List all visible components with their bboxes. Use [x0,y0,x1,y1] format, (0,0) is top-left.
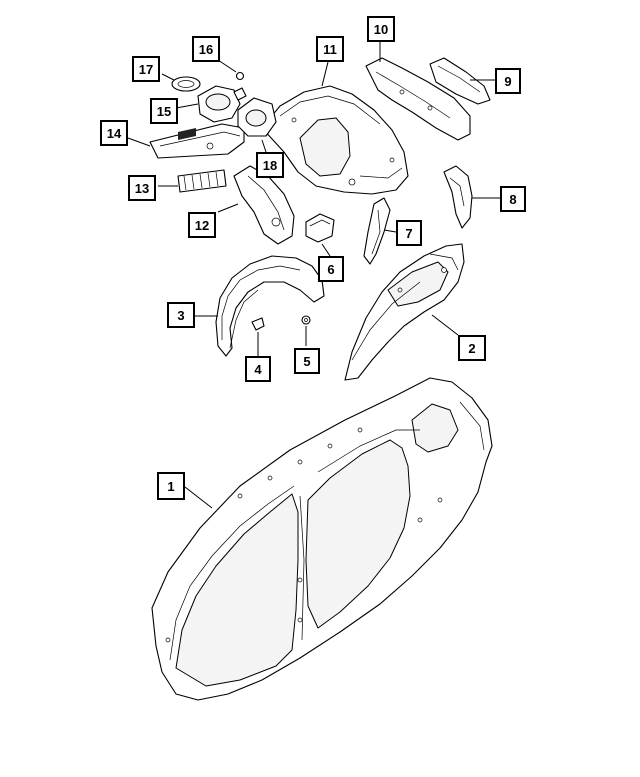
callout-3[interactable]: 3 [167,302,195,328]
part-3-wheelhouse-liner [195,255,325,357]
part-17-gasket-ring [161,73,201,92]
callout-4[interactable]: 4 [245,356,271,382]
part-12-pillar-inner [217,165,295,245]
part-5-nut [301,315,311,346]
callout-16[interactable]: 16 [192,36,220,62]
callout-15[interactable]: 15 [150,98,178,124]
callout-2[interactable]: 2 [458,335,486,361]
part-16-fasteners [217,59,247,101]
callout-17[interactable]: 17 [132,56,160,82]
part-10-rear-rail-panel [365,42,471,141]
callout-14[interactable]: 14 [100,120,128,146]
part-1-body-side-aperture [151,377,493,701]
part-7-reinforcement [363,197,397,265]
part-18-fuel-door-bucket [237,97,277,153]
part-6-bracket [305,213,335,257]
callout-18[interactable]: 18 [256,152,284,178]
callout-1[interactable]: 1 [157,472,185,500]
part-2-wheelhouse-outer [344,243,465,381]
part-11-quarter-inner [261,61,409,195]
callout-11[interactable]: 11 [316,36,344,62]
part-14-panel [127,123,245,159]
callout-12[interactable]: 12 [188,212,216,238]
part-9-rail-extension [429,57,500,105]
callout-5[interactable]: 5 [294,348,320,374]
callout-6[interactable]: 6 [318,256,344,282]
callout-9[interactable]: 9 [495,68,521,94]
part-4-push-clip [251,317,265,358]
part-13-coil-spring [158,169,227,193]
callout-8[interactable]: 8 [500,186,526,212]
part-8-bracket [443,165,500,229]
callout-13[interactable]: 13 [128,175,156,201]
callout-7[interactable]: 7 [396,220,422,246]
callout-10[interactable]: 10 [367,16,395,42]
part-15-filler-housing [175,85,241,123]
